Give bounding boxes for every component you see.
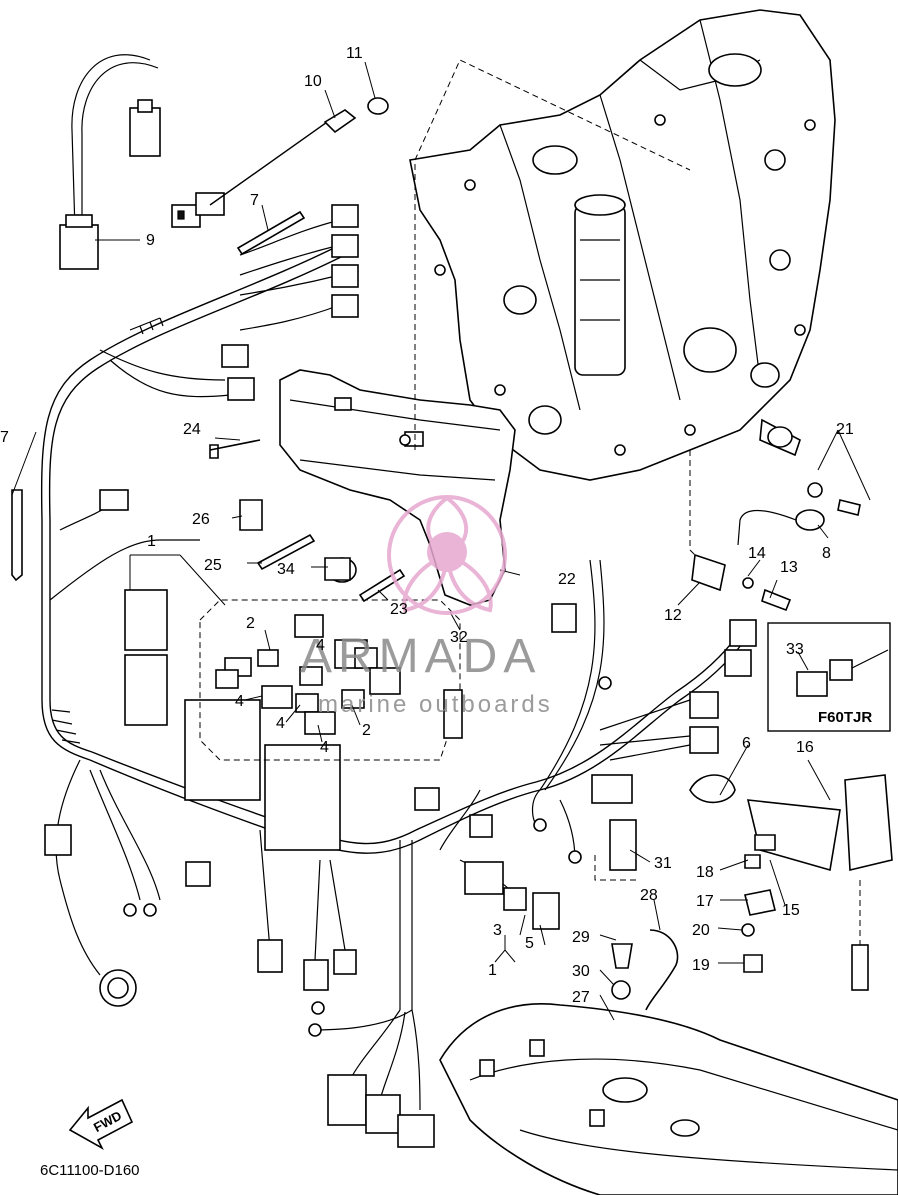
- connectors: [44, 99, 757, 1148]
- callout-6: 6: [742, 735, 751, 752]
- watermark-brand: ARMADA: [300, 630, 541, 683]
- main-harness: [40, 54, 746, 1111]
- callout-15: 15: [782, 902, 800, 919]
- armada-watermark: ARMADA marine outboards: [300, 495, 553, 718]
- callout-4-b: 4: [276, 715, 285, 732]
- callout-group-boxes: [199, 59, 711, 881]
- callout-14: 14: [748, 545, 766, 562]
- callout-4-c: 4: [320, 739, 329, 756]
- callout-numbers: 1 1 2 2 3 4 4 4 4 5 6 7 7 8 9 10 11 12 1…: [0, 45, 854, 1006]
- inset-model-label: F60TJR: [818, 709, 872, 726]
- callout-4-d: 4: [316, 637, 325, 654]
- callout-24: 24: [183, 421, 201, 438]
- callout-21: 21: [836, 421, 854, 438]
- callout-27: 27: [572, 989, 590, 1006]
- callout-20: 20: [692, 922, 710, 939]
- callout-13: 13: [780, 559, 798, 576]
- callout-5: 5: [525, 935, 534, 952]
- callout-33: 33: [786, 641, 804, 658]
- callout-34: 34: [277, 561, 295, 578]
- fwd-arrow-icon: FWD: [68, 1098, 134, 1150]
- callout-2-lower: 2: [362, 722, 371, 739]
- callout-18: 18: [696, 864, 714, 881]
- callout-9: 9: [146, 232, 155, 249]
- callout-28: 28: [640, 887, 658, 904]
- callout-1-lower: 1: [488, 962, 497, 979]
- inset-f60tjr: [767, 622, 891, 732]
- bottom-cowling: [439, 1003, 898, 1195]
- callout-23: 23: [390, 601, 408, 618]
- callout-17: 17: [696, 893, 714, 910]
- callout-29: 29: [572, 929, 590, 946]
- callout-16: 16: [796, 739, 814, 756]
- callout-22: 22: [558, 571, 576, 588]
- callout-7-left: 7: [0, 429, 9, 446]
- callout-25: 25: [204, 557, 222, 574]
- leader-lines: [11, 61, 871, 1021]
- callout-32: 32: [450, 629, 468, 646]
- callout-30: 30: [572, 963, 590, 980]
- callout-8: 8: [822, 545, 831, 562]
- callout-19: 19: [692, 957, 710, 974]
- callout-12: 12: [664, 607, 682, 624]
- callout-3: 3: [493, 922, 502, 939]
- callout-11: 11: [346, 45, 363, 62]
- relay-and-fuses: [215, 614, 463, 739]
- callout-1: 1: [147, 533, 156, 550]
- callout-7: 7: [250, 192, 259, 209]
- callout-31: 31: [654, 855, 672, 872]
- callout-2: 2: [246, 615, 255, 632]
- engine-block: [409, 9, 836, 481]
- callout-26: 26: [192, 511, 210, 528]
- callout-4-a: 4: [235, 693, 244, 710]
- diagram-code: 6C11100-D160: [40, 1162, 140, 1179]
- callout-10: 10: [304, 73, 322, 90]
- watermark-tagline: marine outboards: [318, 691, 553, 718]
